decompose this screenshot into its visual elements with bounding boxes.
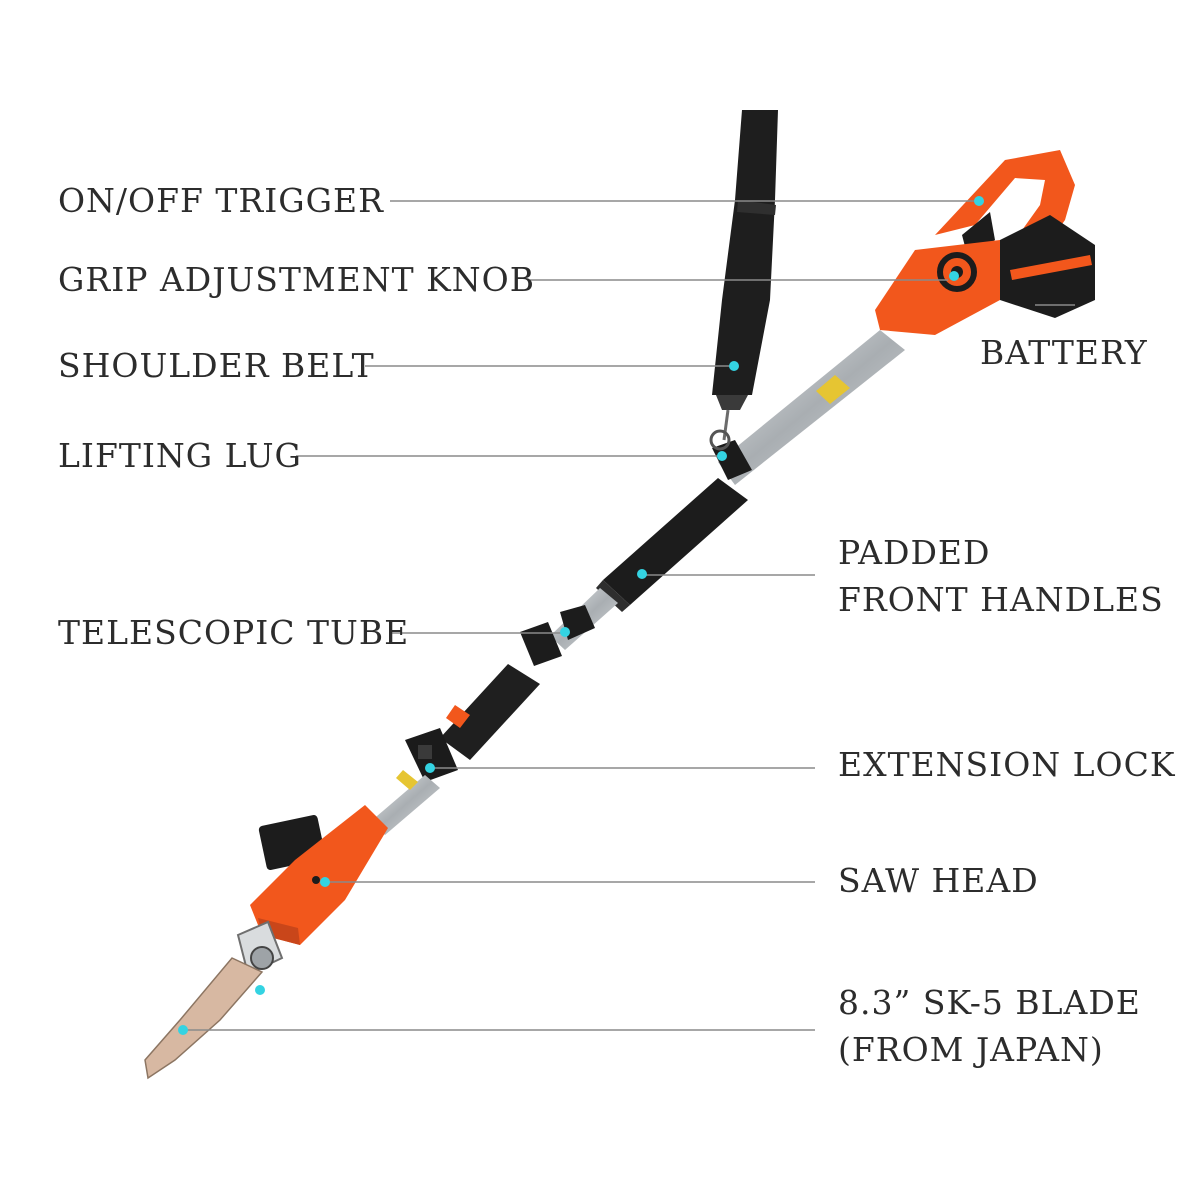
label-on-off-trigger: ON/OFF TRIGGER (58, 181, 384, 220)
lifting-lug (709, 429, 752, 480)
label-blade-line-2: (FROM JAPAN) (838, 1030, 1104, 1069)
shoulder-belt (712, 110, 778, 441)
upper-tube (718, 330, 905, 485)
marker-lug (717, 451, 727, 461)
leader-lines (183, 200, 1075, 1031)
marker-saw-head (320, 877, 330, 887)
callout-markers (178, 196, 984, 1035)
label-lifting-lug: LIFTING LUG (58, 436, 302, 475)
marker-knob (949, 271, 959, 281)
label-grip-adjustment-knob: GRIP ADJUSTMENT KNOB (58, 260, 535, 299)
lower-tube (370, 770, 440, 835)
marker-tube (560, 627, 570, 637)
extension-lock-assembly (405, 664, 540, 782)
label-extension-lock: EXTENSION LOCK (838, 745, 1176, 784)
saw-blade (144, 957, 264, 1080)
marker-lock (425, 763, 435, 773)
blade-clamp (236, 920, 284, 976)
marker-blade (178, 1025, 188, 1035)
label-blade-line-1: 8.3” SK-5 BLADE (838, 983, 1141, 1022)
marker-handles (637, 569, 647, 579)
marker-clamp (255, 985, 265, 995)
rear-handle (875, 150, 1095, 335)
padded-front-handle (596, 478, 748, 612)
label-battery: BATTERY (980, 333, 1148, 372)
label-saw-head: SAW HEAD (838, 861, 1039, 900)
label-shoulder-belt: SHOULDER BELT (58, 346, 375, 385)
marker-belt (729, 361, 739, 371)
marker-trigger (974, 196, 984, 206)
label-padded-line-2: FRONT HANDLES (838, 580, 1164, 619)
saw-head (250, 805, 388, 945)
label-padded-line-1: PADDED (838, 533, 991, 572)
telescopic-tube (520, 588, 618, 666)
label-telescopic-tube: TELESCOPIC TUBE (58, 613, 410, 652)
